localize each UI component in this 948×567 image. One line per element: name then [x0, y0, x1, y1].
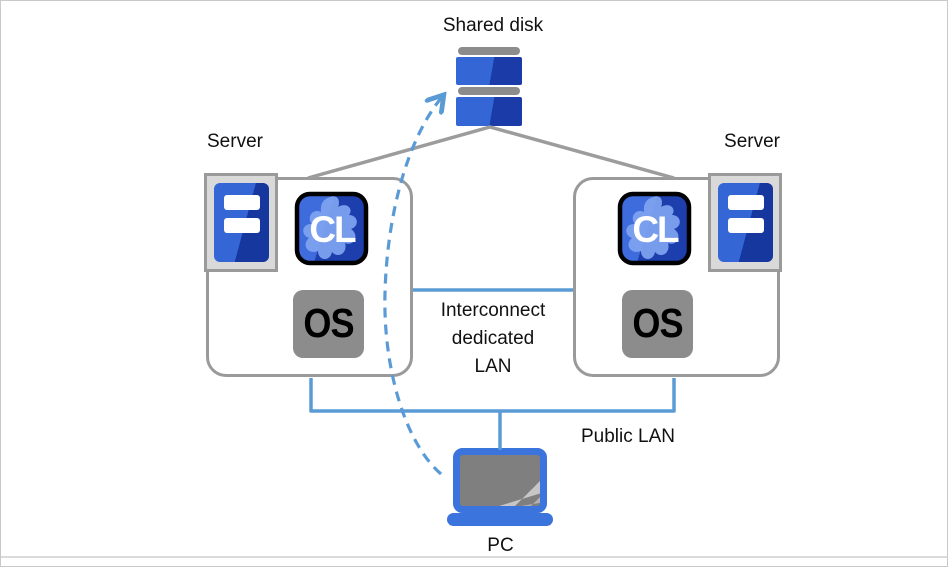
cl-blob-shape — [626, 196, 680, 260]
server-right-label: Server — [724, 131, 780, 152]
os-badge-left: OS — [293, 290, 364, 358]
shared-disk-label: Shared disk — [442, 15, 544, 36]
os-badge-text: OS — [632, 300, 683, 347]
disk-cap-bottom — [458, 87, 520, 95]
cl-badge-text: CL — [309, 209, 356, 250]
cluster-software-icon-left: CL — [294, 191, 369, 266]
os-badge-text: OS — [303, 300, 354, 347]
laptop-base — [447, 513, 553, 526]
public-lan-line — [309, 378, 676, 413]
tower-body — [214, 183, 269, 262]
server-left-tower-icon — [204, 173, 278, 272]
interconnect-label-line1: Interconnect — [440, 300, 546, 321]
tower-body — [718, 183, 773, 262]
disk-platter-bottom — [456, 97, 522, 126]
cl-blob-shape — [303, 196, 357, 260]
tower-slot — [224, 218, 260, 233]
interconnect-label-line3: LAN — [474, 356, 512, 377]
server-right-tower-icon — [708, 173, 782, 272]
public-lan-label: Public LAN — [581, 426, 675, 447]
tower-slot — [728, 195, 764, 210]
cl-badge-text: CL — [632, 209, 679, 250]
os-badge-right: OS — [622, 290, 693, 358]
tower-slot — [224, 195, 260, 210]
interconnect-label: Interconnect dedicated LAN — [413, 297, 573, 381]
laptop-screen — [453, 448, 547, 513]
cluster-software-icon-right: CL — [617, 191, 692, 266]
interconnect-label-line2: dedicated — [451, 328, 535, 349]
bottom-divider-line — [1, 556, 947, 558]
pc-label: PC — [487, 535, 514, 556]
server-left-label: Server — [207, 131, 263, 152]
pc-laptop-icon — [441, 442, 559, 532]
disk-cap-top — [458, 47, 520, 55]
tower-slot — [728, 218, 764, 233]
disk-to-servers-line — [307, 125, 675, 180]
disk-platter-top — [456, 57, 522, 85]
screen-shine-stripes — [499, 476, 540, 506]
